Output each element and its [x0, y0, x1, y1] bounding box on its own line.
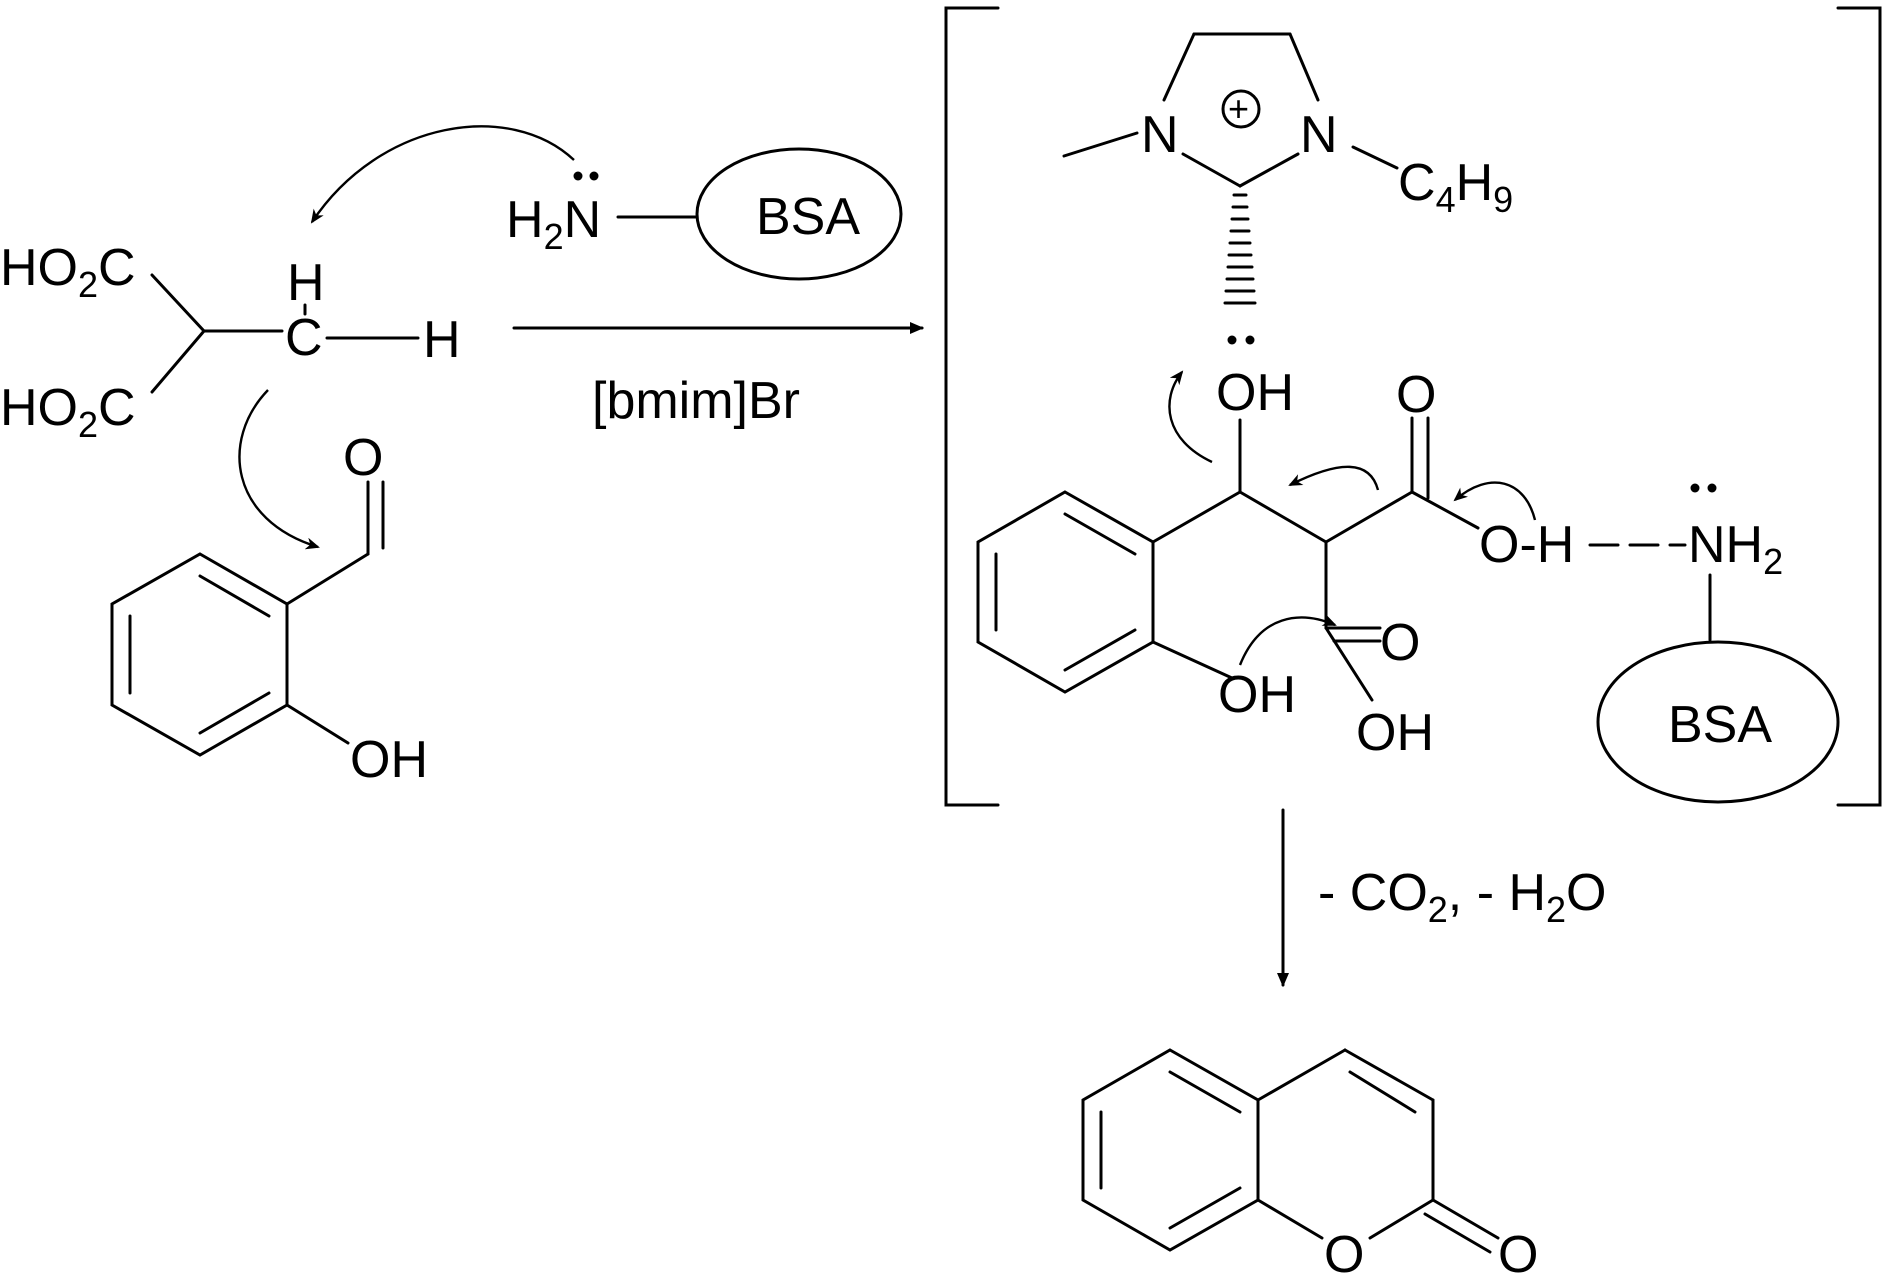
bracket-left [944, 6, 1000, 807]
curved-arrow-deprotonation [310, 125, 575, 224]
coumarin: O O [1081, 1048, 1538, 1277]
curved-arrow-lactonization [1238, 614, 1337, 666]
malonic-ho2c-top: HO2C [0, 239, 136, 305]
curved-arrow-decarboxylation [1288, 465, 1380, 491]
bsa-label-left: BSA [756, 188, 860, 246]
malonic-acid: HO2C HO2C H C H [0, 239, 461, 445]
malonic-central-c: C [285, 309, 323, 367]
imidazolium-n-right: N [1300, 106, 1338, 164]
intermediate-acid2-oh: OH [1356, 704, 1434, 762]
intermediate-acid2-o: O [1380, 614, 1420, 672]
intermediate-nh2: NH2 [1688, 516, 1783, 582]
salicyl-oh: OH [350, 731, 428, 789]
aldehyde-o: O [343, 429, 383, 487]
bsa-ellipse-right [1596, 640, 1840, 804]
hashed-interaction [1223, 193, 1257, 305]
malonic-ho2c-bottom: HO2C [0, 379, 136, 445]
curved-arrow-oh [1168, 370, 1213, 464]
malonic-h-right: H [423, 311, 461, 369]
coumarin-ring-o: O [1324, 1226, 1364, 1277]
lone-pair-dot [1690, 483, 1700, 493]
positive-charge: + [1228, 88, 1249, 129]
imidazolium-n-left: N [1141, 106, 1179, 164]
lone-pair-dot [1707, 483, 1717, 493]
curved-arrow-nucleophilic-attack [238, 389, 320, 550]
positive-charge-circle [1221, 89, 1261, 129]
imidazolium-cation: N N + C4H9 [1062, 32, 1513, 345]
lone-pair-dot [589, 171, 599, 181]
amine-h2n: H2N [506, 191, 601, 257]
curved-arrow-acid [1453, 481, 1537, 521]
butyl-group: C4H9 [1398, 154, 1513, 220]
malonic-h-top: H [287, 254, 325, 312]
lone-pair-dot [1245, 335, 1255, 345]
intermediate-acid-oh: O-H [1479, 516, 1574, 574]
lone-pair-dot [1227, 335, 1237, 345]
intermediate-carbonyl-o: O [1396, 366, 1436, 424]
intermediate-phenol-oh: OH [1218, 666, 1296, 724]
salicylaldehyde: O OH [110, 429, 428, 789]
coumarin-carbonyl-o: O [1498, 1226, 1538, 1277]
elimination-label: - CO2, - H2O [1318, 864, 1607, 930]
lone-pair-dot [573, 171, 583, 181]
bsa-amine-left: H2N BSA [506, 147, 903, 281]
bsa-label-right: BSA [1668, 696, 1772, 754]
intermediate-adduct: OH O O-H NH2 BSA O OH [976, 364, 1840, 804]
reagent-label: [bmim]Br [592, 372, 800, 430]
intermediate-oh-top: OH [1216, 364, 1294, 422]
bsa-ellipse-left [695, 147, 903, 281]
bracket-right [1836, 6, 1882, 807]
